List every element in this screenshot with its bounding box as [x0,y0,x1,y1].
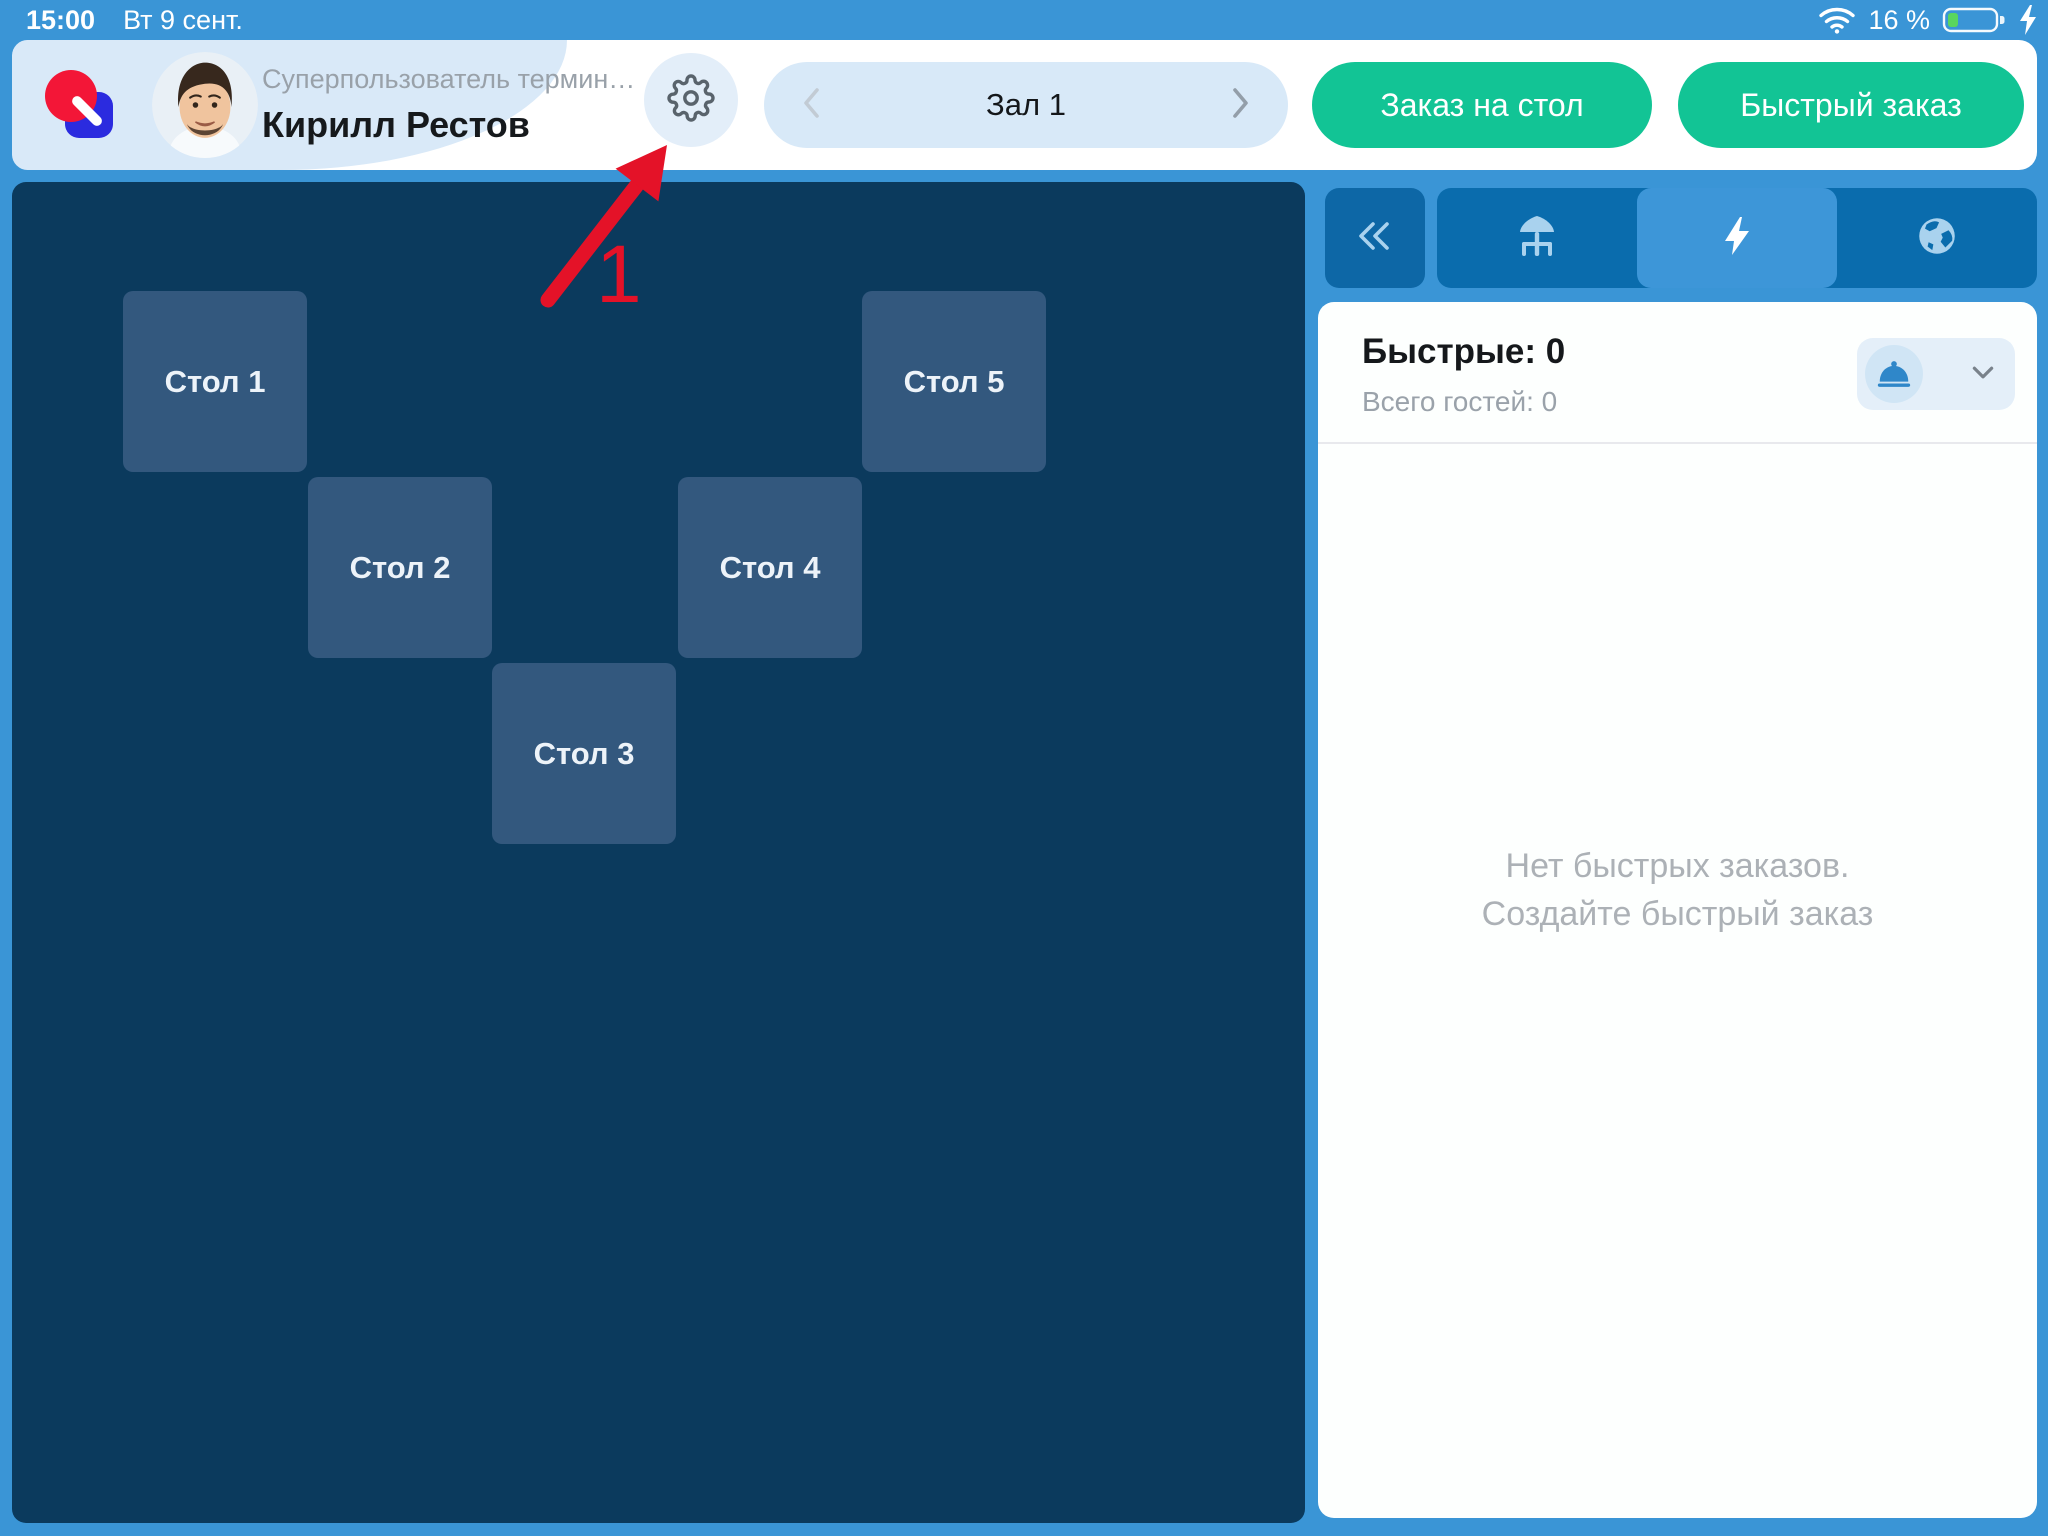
order-on-table-button[interactable]: Заказ на стол [1312,62,1652,148]
hall-selector: Зал 1 [764,62,1288,148]
fast-orders-title: Быстрые: 0 [1362,332,1566,371]
terrace-table-icon [1513,212,1561,265]
collapse-sidebar-button[interactable] [1325,188,1425,288]
charging-bolt-icon [2018,5,2038,35]
sidebar-tabs [1437,188,2037,288]
status-date: Вт 9 сент. [123,4,243,35]
tab-terrace[interactable] [1437,188,1637,288]
user-name: Кирилл Рестов [262,104,530,145]
status-bar: 15:00 Вт 9 сент. 16 % [0,0,2048,40]
chevron-right-icon[interactable] [1224,81,1254,130]
hall-name: Зал 1 [986,87,1066,122]
wifi-icon [1818,6,1856,34]
tab-fast-orders[interactable] [1637,188,1837,288]
fast-orders-panel: Быстрые: 0 Всего гостей: 0 Нет быстрых з… [1318,302,2037,1518]
empty-state-line1: Нет быстрых заказов. [1505,847,1850,885]
app-logo[interactable] [45,70,125,150]
double-chevron-left-icon [1351,212,1399,265]
gear-icon [667,73,715,127]
globe-icon [1914,213,1960,264]
current-user-info[interactable]: Суперпользователь термин… Кирилл Рестов [262,40,635,170]
guests-total: Всего гостей: 0 [1362,386,1558,417]
chevron-left-icon[interactable] [798,81,828,130]
orders-filter-toggle[interactable] [1857,338,2015,410]
table-5[interactable]: Стол 5 [862,291,1046,472]
tab-delivery[interactable] [1837,188,2037,288]
panel-divider [1318,442,2037,444]
cloche-icon [1865,345,1923,403]
table-4[interactable]: Стол 4 [678,477,862,658]
status-time: 15:00 [26,4,96,35]
table-1[interactable]: Стол 1 [123,291,307,472]
settings-button[interactable] [644,53,738,147]
battery-icon [1942,4,2006,36]
header: Суперпользователь термин… Кирилл Рестов … [12,40,2037,170]
chevron-down-icon [1969,358,1997,391]
user-role: Суперпользователь термин… [262,64,636,94]
empty-state-message: Нет быстрых заказов. Создайте быстрый за… [1318,842,2037,938]
battery-percent: 16 % [1868,4,1930,35]
fast-order-button[interactable]: Быстрый заказ [1678,62,2024,148]
empty-state-line2: Создайте быстрый заказ [1481,895,1874,933]
floor-plan: Стол 1 Стол 2 Стол 3 Стол 4 Стол 5 [12,182,1305,1523]
user-avatar[interactable] [152,52,258,158]
table-2[interactable]: Стол 2 [308,477,492,658]
lightning-icon [1715,214,1759,263]
table-3[interactable]: Стол 3 [492,663,676,844]
